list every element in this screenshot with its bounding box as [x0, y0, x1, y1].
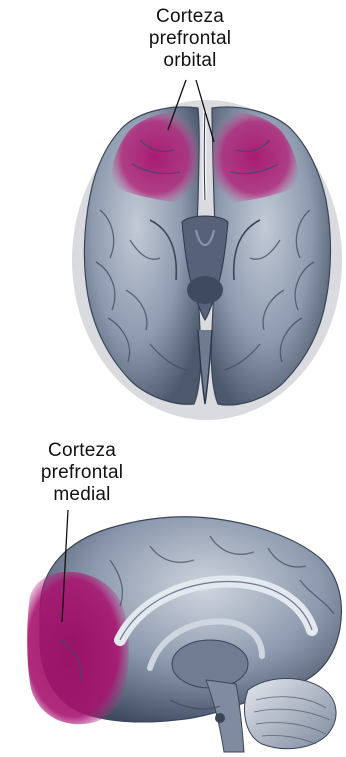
orbital-label-line-3: orbital — [120, 50, 260, 72]
medial-brain-view — [27, 510, 341, 752]
orbital-prefrontal-cortex-label: Corteza prefrontal orbital — [120, 6, 260, 72]
orbital-label-line-1: Corteza — [120, 6, 260, 28]
orbital-label-line-2: prefrontal — [120, 28, 260, 50]
medial-label-line-1: Corteza — [14, 440, 150, 462]
ventral-brain-view — [72, 80, 342, 420]
medial-label-line-2: prefrontal — [14, 462, 150, 484]
medial-prefrontal-cortex-label: Corteza prefrontal medial — [14, 440, 150, 506]
medial-label-line-3: medial — [14, 484, 150, 506]
